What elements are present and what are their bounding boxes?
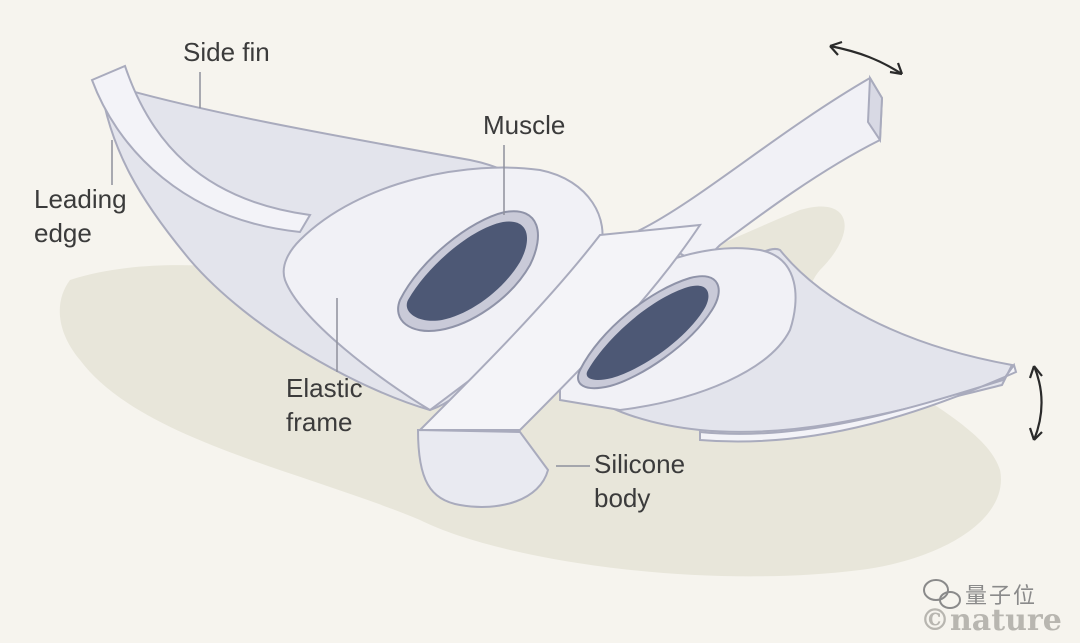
label-elastic-frame-line1: Elastic xyxy=(286,373,363,403)
curved-double-arrow-icon xyxy=(1028,365,1043,441)
watermark-nature: ©nature xyxy=(920,603,1062,638)
label-leading-edge-line2: edge xyxy=(34,218,92,248)
curved-double-arrow-icon xyxy=(829,40,904,76)
label-silicone-body-line1: Silicone xyxy=(594,449,686,479)
wechat-icon xyxy=(923,579,961,609)
leading-edge xyxy=(90,64,312,234)
watermark-chinese: 量子位 xyxy=(965,584,1038,609)
label-muscle: Muscle xyxy=(483,110,566,140)
muscle-right-inner xyxy=(586,285,709,381)
right-leading-edge xyxy=(699,362,1018,443)
label-elastic-frame-line2: frame xyxy=(286,407,353,437)
label-leading-edge-line1: Leading xyxy=(34,184,127,214)
muscle-left-inner xyxy=(406,221,528,321)
label-side-fin: Side fin xyxy=(183,37,270,67)
body-spine xyxy=(417,223,703,431)
leader-lines xyxy=(111,72,590,467)
tail-arm-tip xyxy=(866,74,884,144)
label-silicone-body-line2: body xyxy=(594,483,651,513)
silicone-body-block xyxy=(416,428,550,508)
